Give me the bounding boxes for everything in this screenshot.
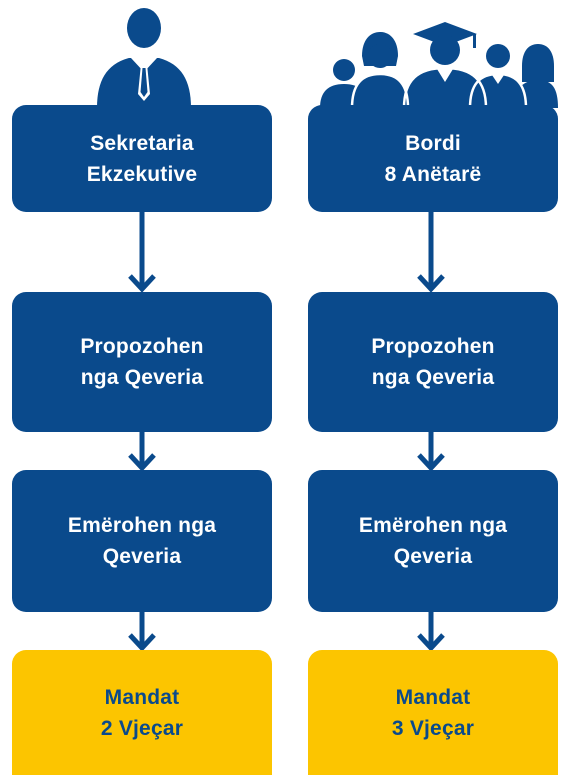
- board-line1: Bordi: [405, 131, 461, 155]
- board-box: Bordi 8 Anëtarë: [308, 105, 558, 212]
- proposed-line2: nga Qeveria: [80, 366, 204, 389]
- appointed-line1: Emërohen nga: [358, 514, 508, 537]
- single-person-icon: [97, 8, 191, 108]
- arrow-down-icon: [417, 432, 445, 470]
- executive-secretariat-line2: Ekzekutive: [86, 162, 198, 186]
- group-people-icon: [320, 22, 558, 108]
- arrow-down-icon: [417, 212, 445, 292]
- arrow-down-icon: [417, 612, 445, 650]
- appointed-by-government-box: Emërohen nga Qeveria: [308, 470, 558, 612]
- mandate-line1: Mandat: [104, 685, 180, 709]
- mandate-line2: 3 Vjeçar: [391, 716, 475, 740]
- appointed-line2: Qeveria: [102, 545, 182, 568]
- proposed-line1: Propozohen: [80, 335, 204, 358]
- arrow-down-icon: [128, 612, 156, 650]
- arrow-down-icon: [128, 212, 156, 292]
- executive-secretariat-line1: Sekretaria: [90, 131, 194, 155]
- mandate-box: Mandat 2 Vjeçar: [12, 650, 272, 775]
- proposed-line2: nga Qeveria: [371, 366, 495, 389]
- board-line2: 8 Anëtarë: [384, 162, 482, 186]
- proposed-by-government-box: Propozohen nga Qeveria: [308, 292, 558, 432]
- proposed-line1: Propozohen: [371, 335, 495, 358]
- proposed-by-government-box: Propozohen nga Qeveria: [12, 292, 272, 432]
- arrow-down-icon: [128, 432, 156, 470]
- appointed-line2: Qeveria: [393, 545, 473, 568]
- appointed-line1: Emërohen nga: [67, 514, 217, 537]
- executive-secretariat-box: Sekretaria Ekzekutive: [12, 105, 272, 212]
- mandate-box: Mandat 3 Vjeçar: [308, 650, 558, 775]
- mandate-line1: Mandat: [395, 685, 471, 709]
- appointed-by-government-box: Emërohen nga Qeveria: [12, 470, 272, 612]
- mandate-line2: 2 Vjeçar: [100, 716, 184, 740]
